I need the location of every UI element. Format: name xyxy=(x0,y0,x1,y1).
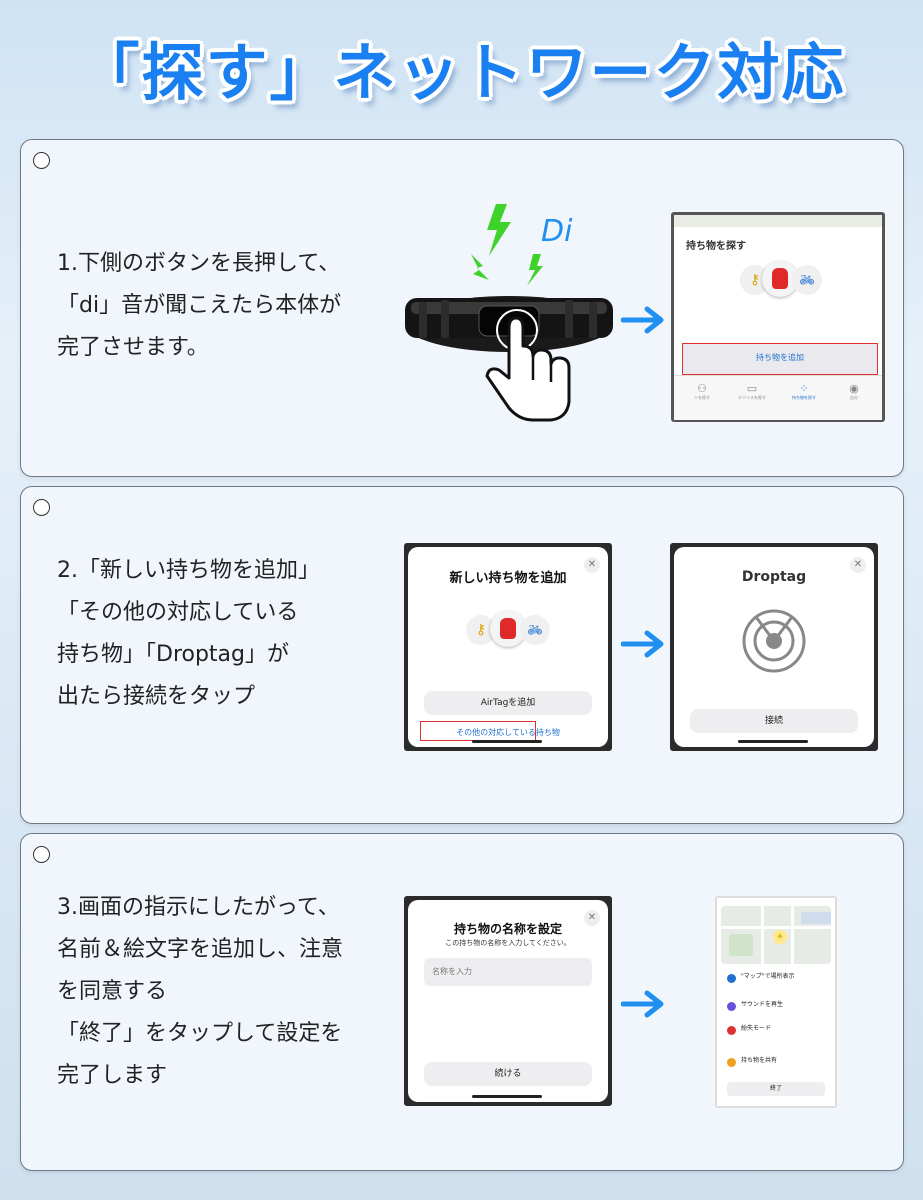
card-bullet xyxy=(33,152,50,169)
name-input[interactable]: 名称を入力 xyxy=(424,958,592,986)
step-3-text: 3.画面の指示にしたがって、 名前＆絵文字を追加し、注意 を同意する 「終了」を… xyxy=(57,887,343,1097)
arrow-right-icon xyxy=(621,990,664,1018)
phone-screenshot-droptag: Droptag ✕ 接続 xyxy=(670,543,878,751)
step-3-line: 「終了」をタップして設定を xyxy=(57,1021,343,1046)
arrow-right-icon xyxy=(621,306,664,334)
card-bullet xyxy=(33,846,50,863)
hand-icon xyxy=(485,309,571,422)
share-icon xyxy=(727,1058,736,1067)
arrow-right-icon xyxy=(621,630,664,658)
step-1-line: 完了させます。 xyxy=(57,335,209,360)
mini-map: ☀ xyxy=(721,906,831,964)
tab-bar: ⚇ 人を探す ▭ デバイスを探す ⁘ 持ち物を探す ◉ 自分 xyxy=(674,375,882,420)
radar-icon xyxy=(742,609,806,673)
phone-screenshot-find-items: 持ち物を探す ⚷ 🚲︎ 持ち物を追加 ⚇ 人を探す ▭ デバイスを探す xyxy=(671,212,885,422)
sheet-title: 新しい持ち物を追加 xyxy=(449,571,567,586)
bolt-icon xyxy=(487,204,511,256)
bolt-icon xyxy=(527,254,543,286)
step-3-line: を同意する xyxy=(57,979,168,1004)
step-1-line: 1.下側のボタンを長押して、 xyxy=(57,251,341,276)
step-1-card: 1.下側のボタンを長押して、 「di」音が聞こえたら本体が 完了させます。 Di xyxy=(20,139,904,477)
add-item-button[interactable]: 持ち物を追加 xyxy=(756,353,804,362)
continue-button[interactable]: 続ける xyxy=(424,1062,592,1086)
step-2-card: 2.「新しい持ち物を追加」 「その他の対応している 持ち物」「Droptag」が… xyxy=(20,486,904,824)
bicycle-icon: 🚲︎ xyxy=(792,265,822,295)
step-3-card: 3.画面の指示にしたがって、 名前＆絵文字を追加し、注意 を同意する 「終了」を… xyxy=(20,833,904,1171)
home-indicator xyxy=(472,740,542,743)
step-1-line: 「di」音が聞こえたら本体が xyxy=(57,293,342,318)
backpack-icon xyxy=(762,261,798,297)
phone-screenshot-new-item: 新しい持ち物を追加 ✕ ⚷ 🚲︎ AirTagを追加 その他の対応している持ち物 xyxy=(404,543,612,751)
step-2-text: 2.「新しい持ち物を追加」 「その他の対応している 持ち物」「Droptag」が… xyxy=(57,550,320,718)
finish-button[interactable]: 終了 xyxy=(727,1082,825,1096)
sun-icon: ☀ xyxy=(773,930,787,944)
tab-devices[interactable]: ▭ デバイスを探す xyxy=(730,382,774,401)
step-1-text: 1.下側のボタンを長押して、 「di」音が聞こえたら本体が 完了させます。 xyxy=(57,243,341,369)
connect-button[interactable]: 接続 xyxy=(690,709,858,733)
bolt-icon xyxy=(471,254,489,280)
step-2-line: 出たら接続をタップ xyxy=(57,684,256,709)
close-icon[interactable]: ✕ xyxy=(850,557,866,573)
sheet-subtitle: この持ち物の名称を入力してください。 xyxy=(445,939,571,947)
grid-dots-icon: ⁘ xyxy=(799,382,809,395)
step-3-line: 完了します xyxy=(57,1063,168,1088)
people-icon: ⚇ xyxy=(697,382,707,395)
sound-icon xyxy=(727,1002,736,1011)
step-2-line: 2.「新しい持ち物を追加」 xyxy=(57,558,320,583)
tab-people[interactable]: ⚇ 人を探す xyxy=(682,382,722,401)
phone-screenshot-name-item: 持ち物の名称を設定 ✕ この持ち物の名称を入力してください。 名称を入力 続ける xyxy=(404,896,612,1106)
step-3-line: 3.画面の指示にしたがって、 xyxy=(57,895,340,920)
tab-me[interactable]: ◉ 自分 xyxy=(834,382,874,401)
person-icon: ◉ xyxy=(849,382,859,395)
close-icon[interactable]: ✕ xyxy=(584,557,600,573)
home-indicator xyxy=(472,1095,542,1098)
bicycle-icon: 🚲︎ xyxy=(520,615,550,645)
step-3-line: 名前＆絵文字を追加し、注意 xyxy=(57,937,344,962)
phone-screenshot-setup-complete: ☀ "マップ"で場所表示 サウンドを再生 紛失モード 持ち物を共有 終了 xyxy=(715,896,837,1108)
add-airtag-button[interactable]: AirTagを追加 xyxy=(424,691,592,715)
screen-header: 持ち物を探す xyxy=(686,241,746,252)
highlight-box xyxy=(420,721,536,741)
step-2-line: 持ち物」「Droptag」が xyxy=(57,642,289,667)
step-2-line: 「その他の対応している xyxy=(57,600,299,625)
close-icon[interactable]: ✕ xyxy=(584,910,600,926)
home-indicator xyxy=(738,740,808,743)
tab-items[interactable]: ⁘ 持ち物を探す xyxy=(782,382,826,401)
device-press-illustration xyxy=(405,204,613,422)
lock-icon xyxy=(727,1026,736,1035)
other-items-link[interactable]: その他の対応している持ち物 xyxy=(456,728,560,737)
page-title: 「探す」ネットワーク対応 xyxy=(77,36,846,109)
map-icon xyxy=(727,974,736,983)
card-bullet xyxy=(33,499,50,516)
sound-label: Di xyxy=(541,214,573,249)
laptop-icon: ▭ xyxy=(746,382,758,395)
sheet-title: 持ち物の名称を設定 xyxy=(453,922,562,936)
device-name: Droptag xyxy=(741,569,807,585)
highlight-box: 持ち物を追加 xyxy=(682,343,878,375)
